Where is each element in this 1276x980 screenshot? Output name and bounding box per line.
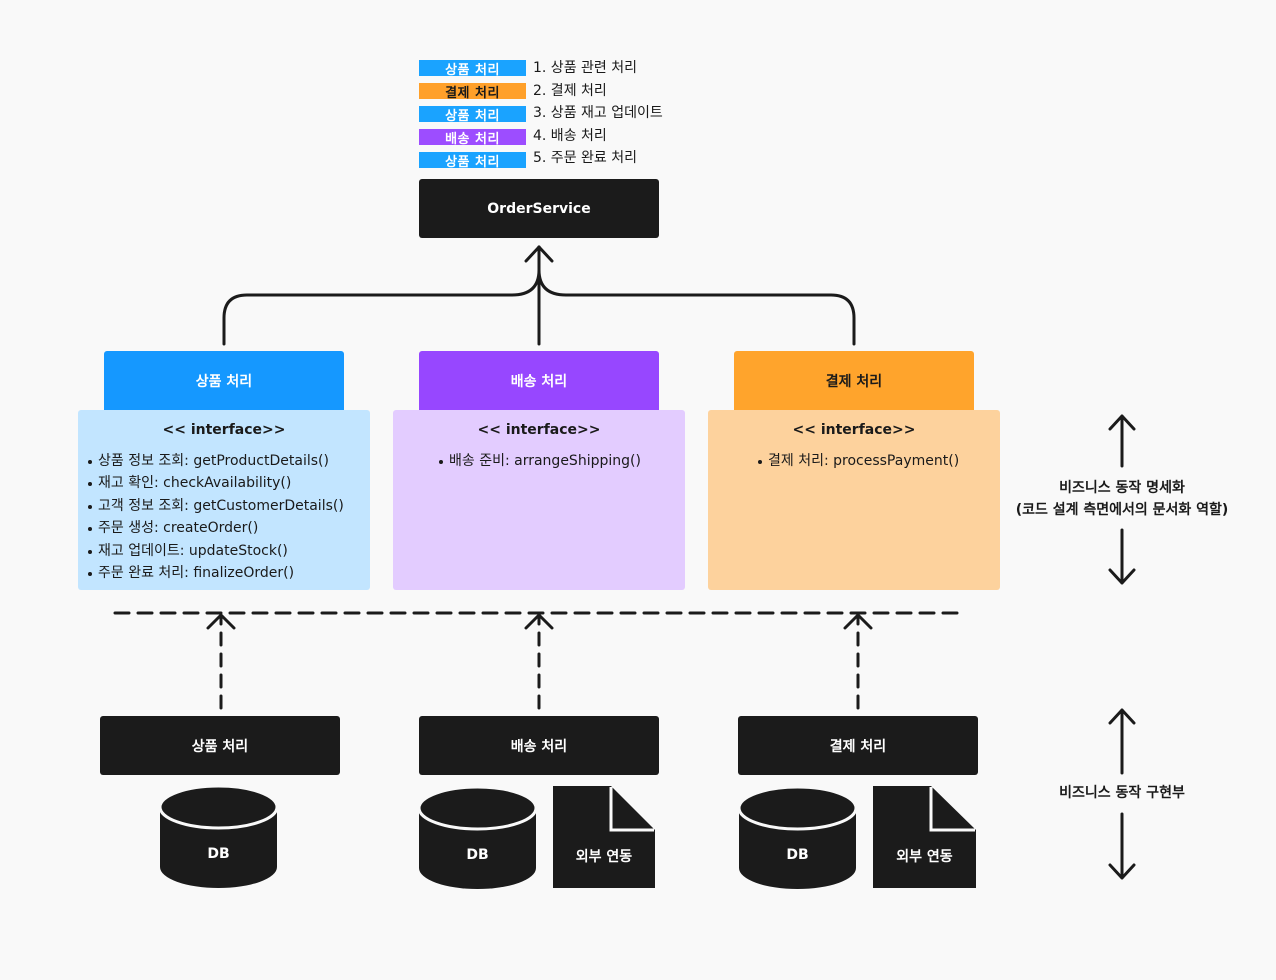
- external-doc-icon: [553, 786, 655, 888]
- legend-text-2: 2. 결제 처리: [533, 83, 607, 99]
- legend-tag-3: 상품 처리: [419, 106, 526, 124]
- legend-text-5: 5. 주문 완료 처리: [533, 150, 637, 166]
- interface-title: << interface>>: [477, 422, 601, 438]
- interface-header-payment: 결제 처리: [734, 351, 974, 410]
- arrow-head-service: [524, 245, 554, 263]
- method-item: 결제 처리: processPayment(): [756, 450, 959, 472]
- legend-text-1: 1. 상품 관련 처리: [533, 60, 637, 76]
- legend-tag-2: 결제 처리: [419, 83, 526, 101]
- method-item: 주문 생성: createOrder(): [86, 517, 344, 539]
- legend-text-3: 3. 상품 재고 업데이트: [533, 105, 663, 121]
- interface-title: << interface>>: [162, 422, 286, 438]
- external-doc-icon: [873, 786, 976, 888]
- db-label-payment: DB: [786, 847, 809, 863]
- db-cylinder-icon: [737, 785, 858, 890]
- interface-header-product: 상품 처리: [104, 351, 344, 410]
- order-service-box: OrderService: [419, 179, 659, 238]
- impl-box-shipping: 배송 처리: [419, 716, 659, 775]
- db-label-product: DB: [207, 846, 230, 862]
- legend-text-4: 4. 배송 처리: [533, 128, 607, 144]
- interface-panel-product: << interface>> 상품 정보 조회: getProductDetai…: [78, 410, 370, 590]
- arrow-payment-to-service: [537, 268, 856, 346]
- impl-box-payment: 결제 처리: [738, 716, 978, 775]
- spec-arrow-up: [1108, 414, 1136, 468]
- spec-label-line1: 비즈니스 동작 명세화: [1059, 480, 1185, 496]
- db-cylinder-icon: [417, 785, 538, 890]
- method-item: 재고 확인: checkAvailability(): [86, 472, 344, 494]
- db-cylinder-icon: [158, 784, 279, 888]
- legend-tag-4: 배송 처리: [419, 129, 526, 147]
- db-label-shipping: DB: [466, 847, 489, 863]
- dashed-arrow-head-shipping: [524, 613, 554, 630]
- method-item: 재고 업데이트: updateStock(): [86, 540, 344, 562]
- impl-box-product: 상품 처리: [100, 716, 340, 775]
- method-list: 배송 준비: arrangeShipping(): [437, 450, 641, 472]
- impl-arrow-up: [1108, 708, 1136, 775]
- legend-tag-1: 상품 처리: [419, 60, 526, 78]
- method-item: 배송 준비: arrangeShipping(): [437, 450, 641, 472]
- external-label-shipping: 외부 연동: [575, 849, 633, 865]
- dashed-arrow-head-payment: [843, 613, 873, 630]
- legend-tag-5: 상품 처리: [419, 152, 526, 170]
- interface-panel-shipping: << interface>> 배송 준비: arrangeShipping(): [393, 410, 685, 590]
- impl-label: 비즈니스 동작 구현부: [1059, 785, 1185, 801]
- spec-label: 비즈니스 동작 명세화 (코드 설계 측면에서의 문서화 역할): [1003, 477, 1241, 521]
- method-list: 상품 정보 조회: getProductDetails() 재고 확인: che…: [86, 450, 344, 584]
- method-list: 결제 처리: processPayment(): [756, 450, 959, 472]
- method-item: 상품 정보 조회: getProductDetails(): [86, 450, 344, 472]
- method-item: 주문 완료 처리: finalizeOrder(): [86, 562, 344, 584]
- external-label-payment: 외부 연동: [896, 849, 953, 865]
- spec-label-line2: (코드 설계 측면에서의 문서화 역할): [1015, 502, 1229, 518]
- interface-panel-payment: << interface>> 결제 처리: processPayment(): [708, 410, 1000, 590]
- impl-arrow-down: [1108, 812, 1136, 880]
- interface-header-shipping: 배송 처리: [419, 351, 659, 410]
- spec-arrow-down: [1108, 528, 1136, 585]
- interface-title: << interface>>: [792, 422, 916, 438]
- dashed-arrow-head-product: [206, 613, 236, 630]
- method-item: 고객 정보 조회: getCustomerDetails(): [86, 495, 344, 517]
